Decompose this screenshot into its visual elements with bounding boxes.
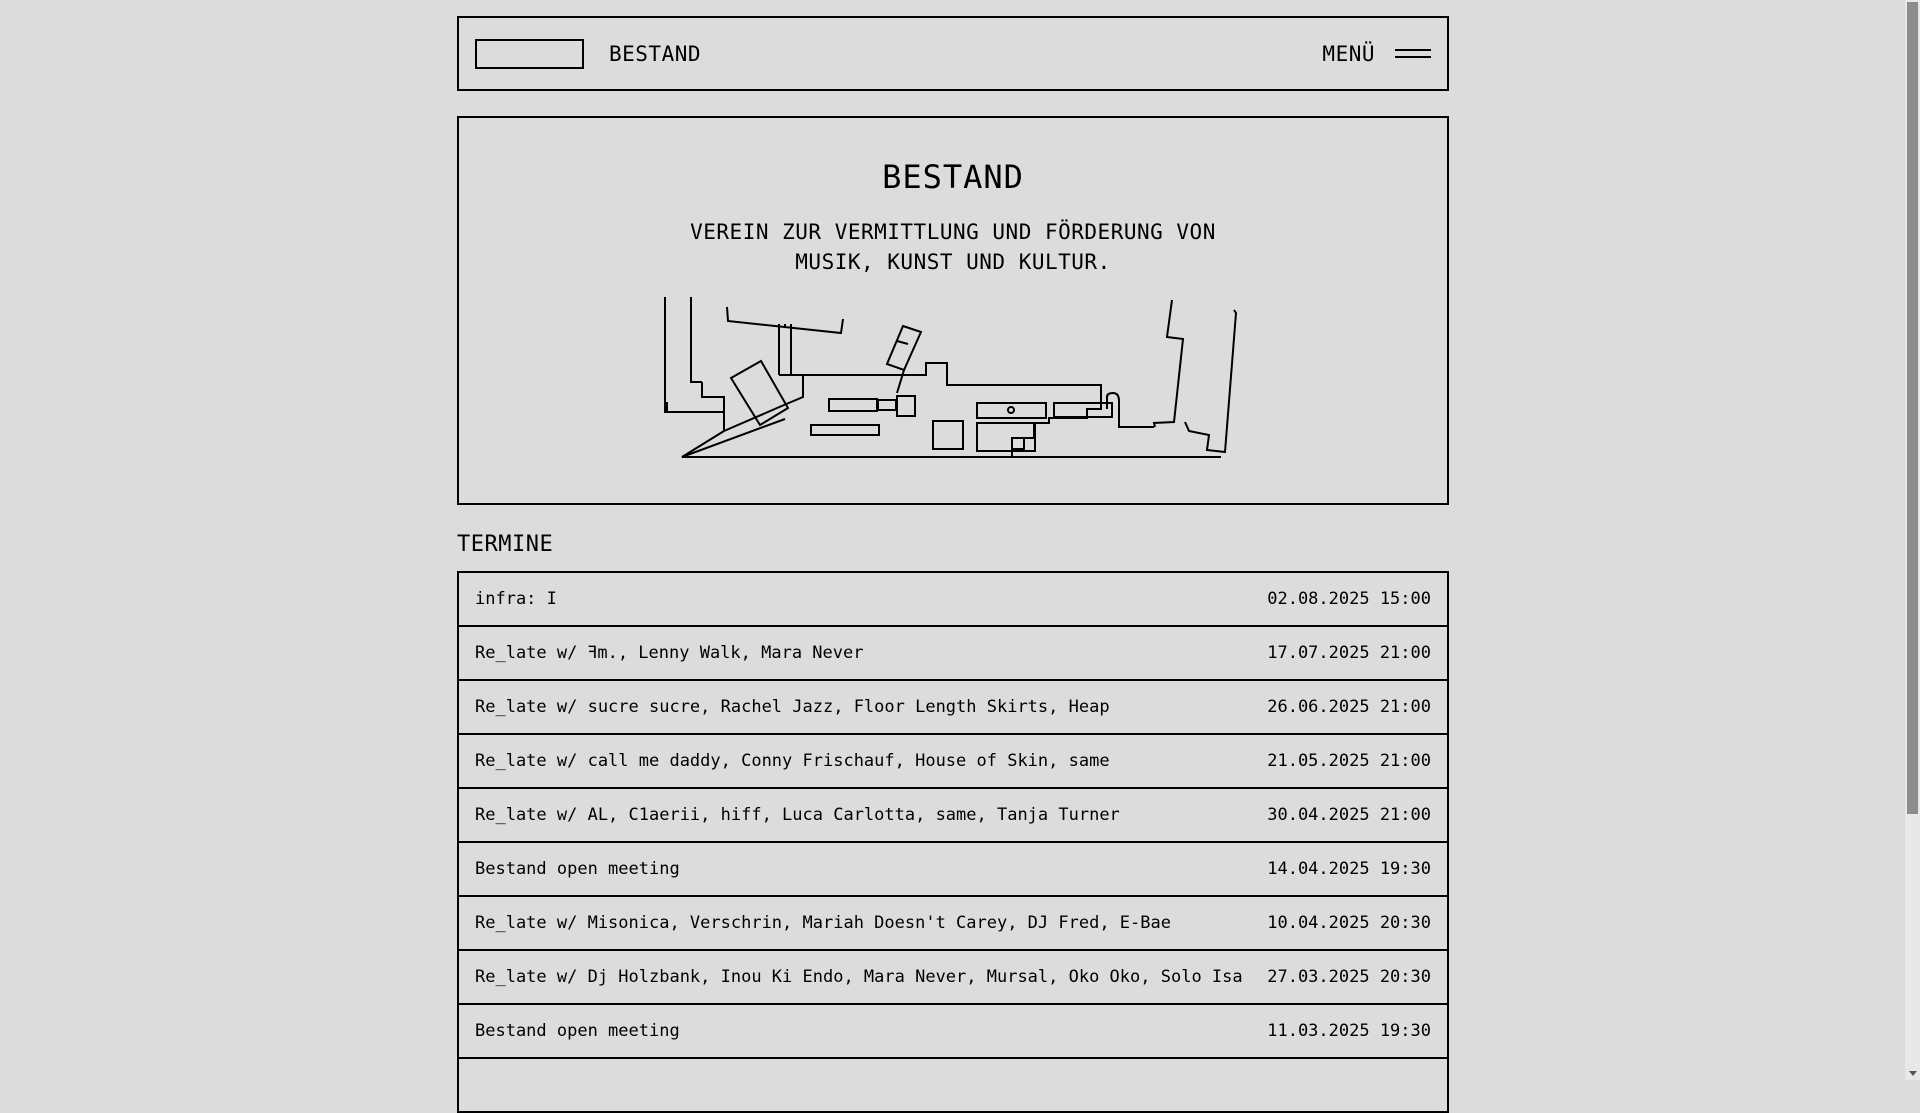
- events-heading: TERMINE: [457, 532, 554, 557]
- event-datetime: 14.04.2025 19:30: [1267, 859, 1431, 879]
- drawing-wall: [1152, 299, 1185, 428]
- event-row[interactable]: [459, 1059, 1447, 1113]
- event-datetime: 21.05.2025 21:00: [1267, 751, 1431, 771]
- drawing-wall: [1184, 309, 1238, 454]
- drawing-object: [877, 399, 897, 411]
- drawing-object: [885, 324, 923, 372]
- event-datetime: 17.07.2025 21:00: [1267, 643, 1431, 663]
- site-header: BESTAND MENÜ: [457, 16, 1449, 91]
- hamburger-line: [1395, 56, 1431, 58]
- event-row[interactable]: Bestand open meeting 11.03.2025 19:30: [459, 1005, 1447, 1059]
- hamburger-icon[interactable]: [1395, 49, 1431, 58]
- event-row[interactable]: Bestand open meeting 14.04.2025 19:30: [459, 843, 1447, 897]
- event-datetime: 27.03.2025 20:30: [1267, 967, 1431, 987]
- drawing-object: [896, 395, 916, 417]
- drawing-object: [729, 359, 790, 427]
- event-title[interactable]: Re_late w/ sucre sucre, Rachel Jazz, Flo…: [475, 697, 1110, 717]
- menu-label[interactable]: MENÜ: [1322, 41, 1375, 66]
- drawing-object: [932, 420, 964, 450]
- event-row[interactable]: Re_late w/ Misonica, Verschrin, Mariah D…: [459, 897, 1447, 951]
- event-datetime: 26.06.2025 21:00: [1267, 697, 1431, 717]
- event-title[interactable]: Re_late w/ ꟻm., Lenny Walk, Mara Never: [475, 643, 864, 663]
- event-row[interactable]: Re_late w/ AL, C1aerii, hiff, Luca Carlo…: [459, 789, 1447, 843]
- event-row[interactable]: Re_late w/ call me daddy, Conny Frischau…: [459, 735, 1447, 789]
- drawing-wall: [664, 297, 696, 413]
- drawing-wall: [701, 382, 725, 431]
- site-name[interactable]: BESTAND: [609, 41, 702, 66]
- event-title[interactable]: Re_late w/ call me daddy, Conny Frischau…: [475, 751, 1110, 771]
- event-title[interactable]: Re_late w/ Dj Holzbank, Inou Ki Endo, Ma…: [475, 967, 1243, 987]
- event-title[interactable]: Re_late w/ Misonica, Verschrin, Mariah D…: [475, 913, 1171, 933]
- event-title[interactable]: Bestand open meeting: [475, 859, 680, 879]
- event-datetime: 02.08.2025 15:00: [1267, 589, 1431, 609]
- event-title[interactable]: Re_late w/ AL, C1aerii, hiff, Luca Carlo…: [475, 805, 1120, 825]
- drawing-wall: [681, 430, 725, 458]
- menu-button[interactable]: MENÜ: [1322, 42, 1431, 66]
- drawing-object: [810, 424, 880, 436]
- drawing-wall: [681, 418, 1221, 458]
- drawing-object: [976, 402, 1047, 419]
- event-datetime: 11.03.2025 19:30: [1267, 1021, 1431, 1041]
- drawing-wall: [1106, 391, 1154, 428]
- event-title[interactable]: Bestand open meeting: [475, 1021, 680, 1041]
- drawing-object: [976, 422, 1036, 452]
- drawing-wall: [896, 340, 909, 345]
- page: BESTAND MENÜ BESTAND VEREIN ZUR VERMITTL…: [457, 16, 1449, 1113]
- drawing-wall: [723, 374, 804, 432]
- drawing-wall: [896, 369, 905, 394]
- scroll-down-arrow-icon[interactable]: [1909, 1071, 1917, 1076]
- event-datetime: 10.04.2025 20:30: [1267, 913, 1431, 933]
- event-row[interactable]: infra: I 02.08.2025 15:00: [459, 573, 1447, 627]
- hero-title: BESTAND: [882, 158, 1024, 196]
- events-list: infra: I 02.08.2025 15:00 Re_late w/ ꟻm.…: [457, 571, 1449, 1113]
- drawing-wall: [690, 297, 702, 383]
- event-row[interactable]: Re_late w/ Dj Holzbank, Inou Ki Endo, Ma…: [459, 951, 1447, 1005]
- drawing-object: [1007, 406, 1015, 414]
- event-title[interactable]: infra: I: [475, 589, 557, 609]
- hero-panel: BESTAND VEREIN ZUR VERMITTLUNG UND FÖRDE…: [457, 116, 1449, 505]
- hamburger-line: [1395, 49, 1431, 51]
- scrollbar-thumb[interactable]: [1907, 2, 1918, 814]
- venue-floorplan-illustration: [664, 297, 1238, 458]
- drawing-wall: [726, 306, 844, 335]
- drawing-object: [1053, 402, 1113, 418]
- hero-subtitle: VEREIN ZUR VERMITTLUNG UND FÖRDERUNG VON…: [690, 220, 1216, 274]
- event-row[interactable]: Re_late w/ ꟻm., Lenny Walk, Mara Never 1…: [459, 627, 1447, 681]
- page-scrollbar[interactable]: [1905, 0, 1920, 1080]
- drawing-object: [828, 398, 878, 412]
- drawing-wall: [1012, 437, 1025, 450]
- logo[interactable]: [475, 38, 584, 69]
- event-row[interactable]: Re_late w/ sucre sucre, Rachel Jazz, Flo…: [459, 681, 1447, 735]
- event-datetime: 30.04.2025 21:00: [1267, 805, 1431, 825]
